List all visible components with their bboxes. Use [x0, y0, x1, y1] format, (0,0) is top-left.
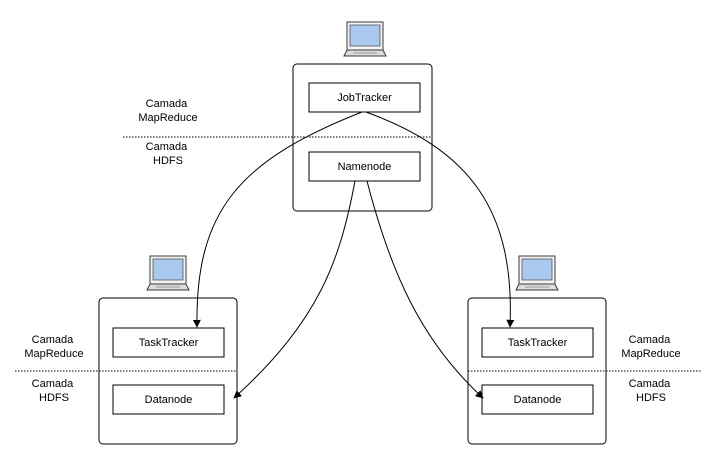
master-node: JobTracker Namenode Camada MapReduce Cam… — [123, 21, 433, 212]
tasktracker-label-left: TaskTracker — [139, 337, 199, 349]
worker-left-mapreduce-layer-label: Camada MapReduce — [24, 334, 83, 360]
jobtracker-label: JobTracker — [337, 92, 392, 104]
namenode-label: Namenode — [338, 161, 392, 173]
datanode-box-right[interactable]: Datanode — [481, 384, 594, 415]
arrow-jobtracker-to-tasktracker-left — [192, 111, 363, 328]
datanode-box-left[interactable]: Datanode — [112, 384, 225, 415]
worker-left-hdfs-layer-label: Camada HDFS — [32, 378, 77, 404]
worker-node-left: TaskTracker Datanode Camada MapReduce Ca… — [15, 255, 238, 445]
arrow-namenode-to-datanode-right — [366, 180, 484, 399]
master-mapreduce-layer-label: Camada MapReduce — [138, 98, 197, 124]
worker-right-hdfs-layer-label: Camada HDFS — [629, 378, 674, 404]
jobtracker-box[interactable]: JobTracker — [308, 82, 421, 113]
master-hdfs-layer-label: Camada HDFS — [146, 141, 191, 167]
arrow-namenode-to-datanode-left — [233, 180, 356, 399]
laptop-icon — [146, 255, 190, 291]
arrow-jobtracker-to-tasktracker-right — [365, 111, 515, 328]
tasktracker-box-left[interactable]: TaskTracker — [112, 327, 225, 358]
tasktracker-box-right[interactable]: TaskTracker — [481, 327, 594, 358]
worker-right-mapreduce-layer-label: Camada MapReduce — [621, 334, 680, 360]
namenode-box[interactable]: Namenode — [308, 151, 421, 182]
datanode-label-right: Datanode — [514, 394, 562, 406]
laptop-icon — [515, 255, 559, 291]
datanode-label-left: Datanode — [145, 394, 193, 406]
tasktracker-label-right: TaskTracker — [508, 337, 568, 349]
worker-node-right: TaskTracker Datanode Camada MapReduce Ca… — [467, 255, 702, 445]
laptop-icon — [343, 21, 387, 57]
